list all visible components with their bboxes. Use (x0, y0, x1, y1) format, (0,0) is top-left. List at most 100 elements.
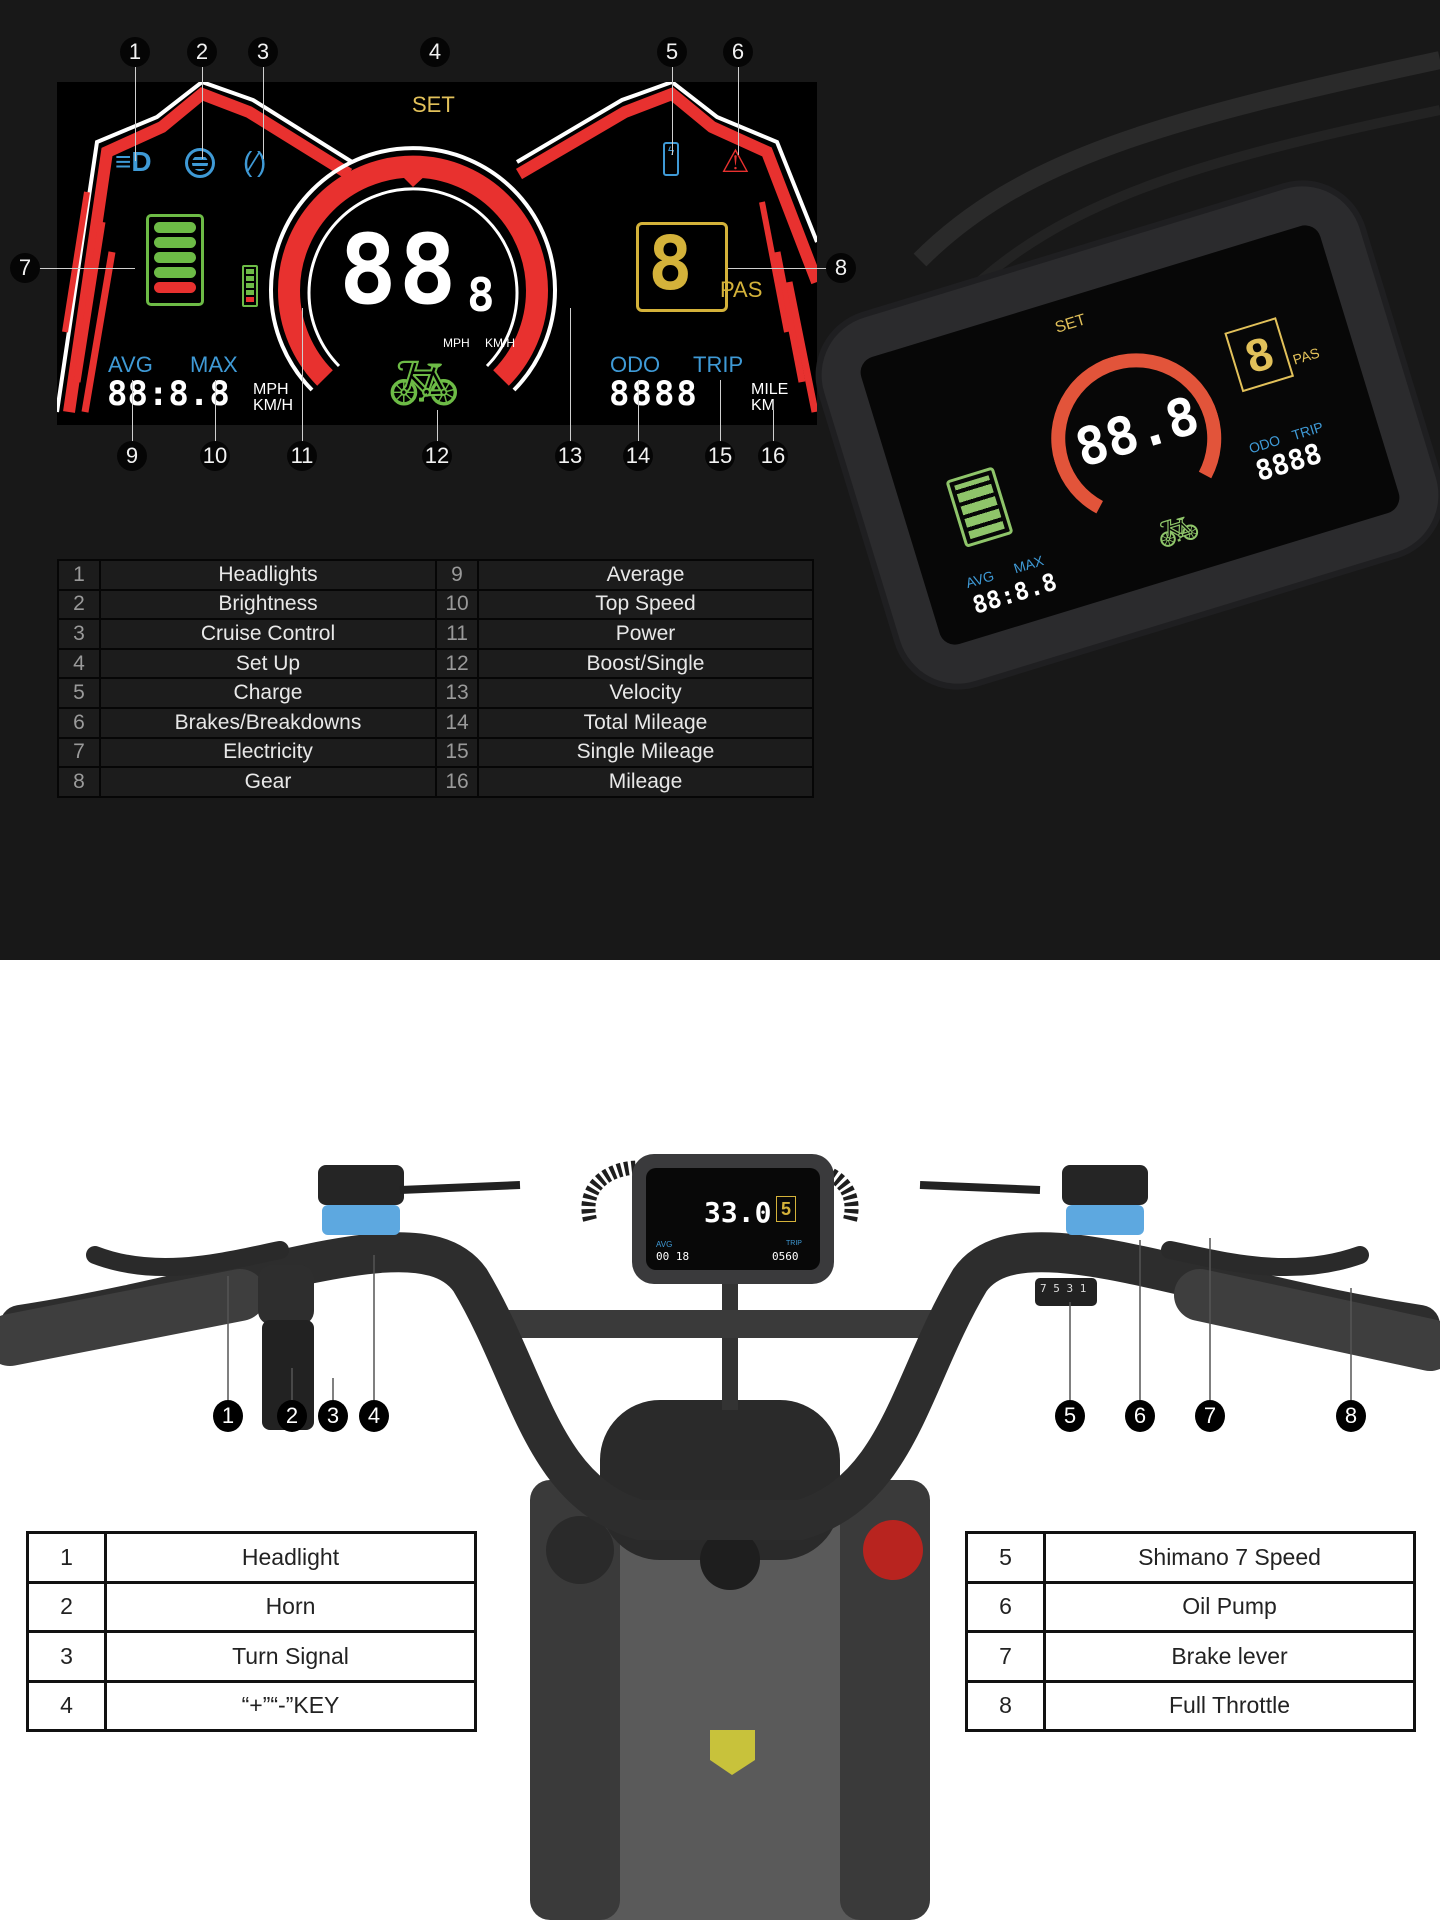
display-diagram-section: ≡D (∕) ϟ ⚠ 8 8 8 MPH KM/H 🚲︎ AVG MAX 88:8… (0, 0, 1440, 960)
cyclist-icon: 🚲︎ (387, 351, 461, 416)
callout-10: 10 (200, 441, 230, 471)
control-callout-6: 6 (1125, 1400, 1155, 1432)
leader-line-1 (135, 67, 136, 161)
callout-11: 11 (287, 441, 317, 471)
odo-label: ODO (610, 352, 661, 377)
avg-label: AVG (108, 352, 153, 377)
callout-8: 8 (826, 253, 856, 283)
pas-label: PAS (720, 277, 763, 302)
callout-1: 1 (120, 37, 150, 67)
control-callout-7: 7 (1195, 1400, 1225, 1432)
mini-trip-value: 0560 (772, 1250, 799, 1263)
callout-9: 9 (117, 441, 147, 471)
avg-unit-kmh: KM/H (253, 397, 293, 414)
callout-5: 5 (657, 37, 687, 67)
mini-avg-label: AVG (656, 1240, 673, 1249)
leader-line-5 (672, 67, 673, 155)
display-product-photo: SET 88.8 8 PAS AVG MAX 88:8.8 ODO TRIP 8… (776, 127, 1440, 742)
leader-line-3 (263, 67, 264, 159)
cruise-control-icon: (∕) (243, 146, 267, 177)
control-callout-5: 5 (1055, 1400, 1085, 1432)
leader-line-7 (37, 268, 135, 269)
photo-pas-box: 8 (1224, 317, 1295, 393)
control-callout-8: 8 (1336, 1400, 1366, 1432)
set-label: SET (412, 92, 455, 117)
leader-line-13 (570, 308, 571, 442)
control-callout-3: 3 (318, 1400, 348, 1432)
mini-pas-digit: 5 (776, 1196, 796, 1222)
cable-background-decor (913, 51, 1440, 300)
odo-unit-km: KM (751, 397, 775, 414)
leader-line-14 (638, 380, 639, 442)
photo-battery-icon (945, 466, 1014, 548)
usb-charge-icon: ϟ (663, 142, 679, 176)
brightness-icon (185, 148, 215, 178)
headlight-icon: ≡D (115, 146, 152, 177)
table-row: 4“+”“-”KEY (26, 1679, 477, 1732)
speed-unit-kmh: KM/H (485, 336, 515, 350)
photo-set-label: SET (1053, 311, 1088, 337)
shifter-gear-indicator: 7 5 3 1 (1040, 1282, 1087, 1295)
callout-15: 15 (705, 441, 735, 471)
leader-line-10 (215, 380, 216, 442)
battery-small-icon (242, 265, 258, 307)
callout-7: 7 (10, 253, 40, 283)
callout-12: 12 (422, 441, 452, 471)
callout-14: 14 (623, 441, 653, 471)
trip-label: TRIP (693, 352, 744, 377)
mini-display: 33.0 5 AVG 00 18 TRIP 0560 (646, 1168, 820, 1270)
lcd-frame-graphic (57, 82, 817, 413)
callout-4: 4 (420, 37, 450, 67)
mini-trip-label: TRIP (786, 1240, 802, 1247)
leader-line-2 (202, 67, 203, 159)
control-callout-2: 2 (277, 1400, 307, 1432)
odo-unit-mile: MILE (751, 381, 789, 398)
leader-line-12 (437, 410, 438, 442)
leader-line-11 (302, 308, 303, 442)
avg-unit-mph: MPH (253, 381, 289, 398)
handlebar-photo (0, 1154, 1440, 1920)
lcd-diagram: ≡D (∕) ϟ ⚠ 88 8 MPH KM/H 🚲︎ AVG MAX 88:8… (57, 82, 817, 425)
odo-readout: 8888 (609, 374, 699, 414)
callout-3: 3 (248, 37, 278, 67)
speed-unit-mph: MPH (443, 336, 470, 350)
warning-icon: ⚠ (721, 143, 750, 179)
battery-icon (146, 214, 204, 306)
display-screen: SET 88.8 8 PAS AVG MAX 88:8.8 ODO TRIP 8… (856, 221, 1404, 649)
speed-decimal: 8 (467, 268, 497, 322)
mini-speed-readout: 33.0 (704, 1196, 772, 1229)
leader-line-15 (720, 380, 721, 442)
leader-line-9 (132, 380, 133, 442)
callout-13: 13 (555, 441, 585, 471)
callout-16: 16 (758, 441, 788, 471)
pas-gear-box (636, 222, 728, 312)
photo-pas-label: PAS (1290, 344, 1322, 368)
callout-2: 2 (187, 37, 217, 67)
pas-digit: 8 (648, 221, 693, 307)
callout-6: 6 (723, 37, 753, 67)
max-label: MAX (190, 352, 238, 377)
leader-line-16 (773, 410, 774, 442)
control-callout-1: 1 (213, 1400, 243, 1432)
avg-readout: 88:8.8 (107, 374, 230, 414)
control-callout-4: 4 (359, 1400, 389, 1432)
leader-line-8 (728, 268, 830, 269)
